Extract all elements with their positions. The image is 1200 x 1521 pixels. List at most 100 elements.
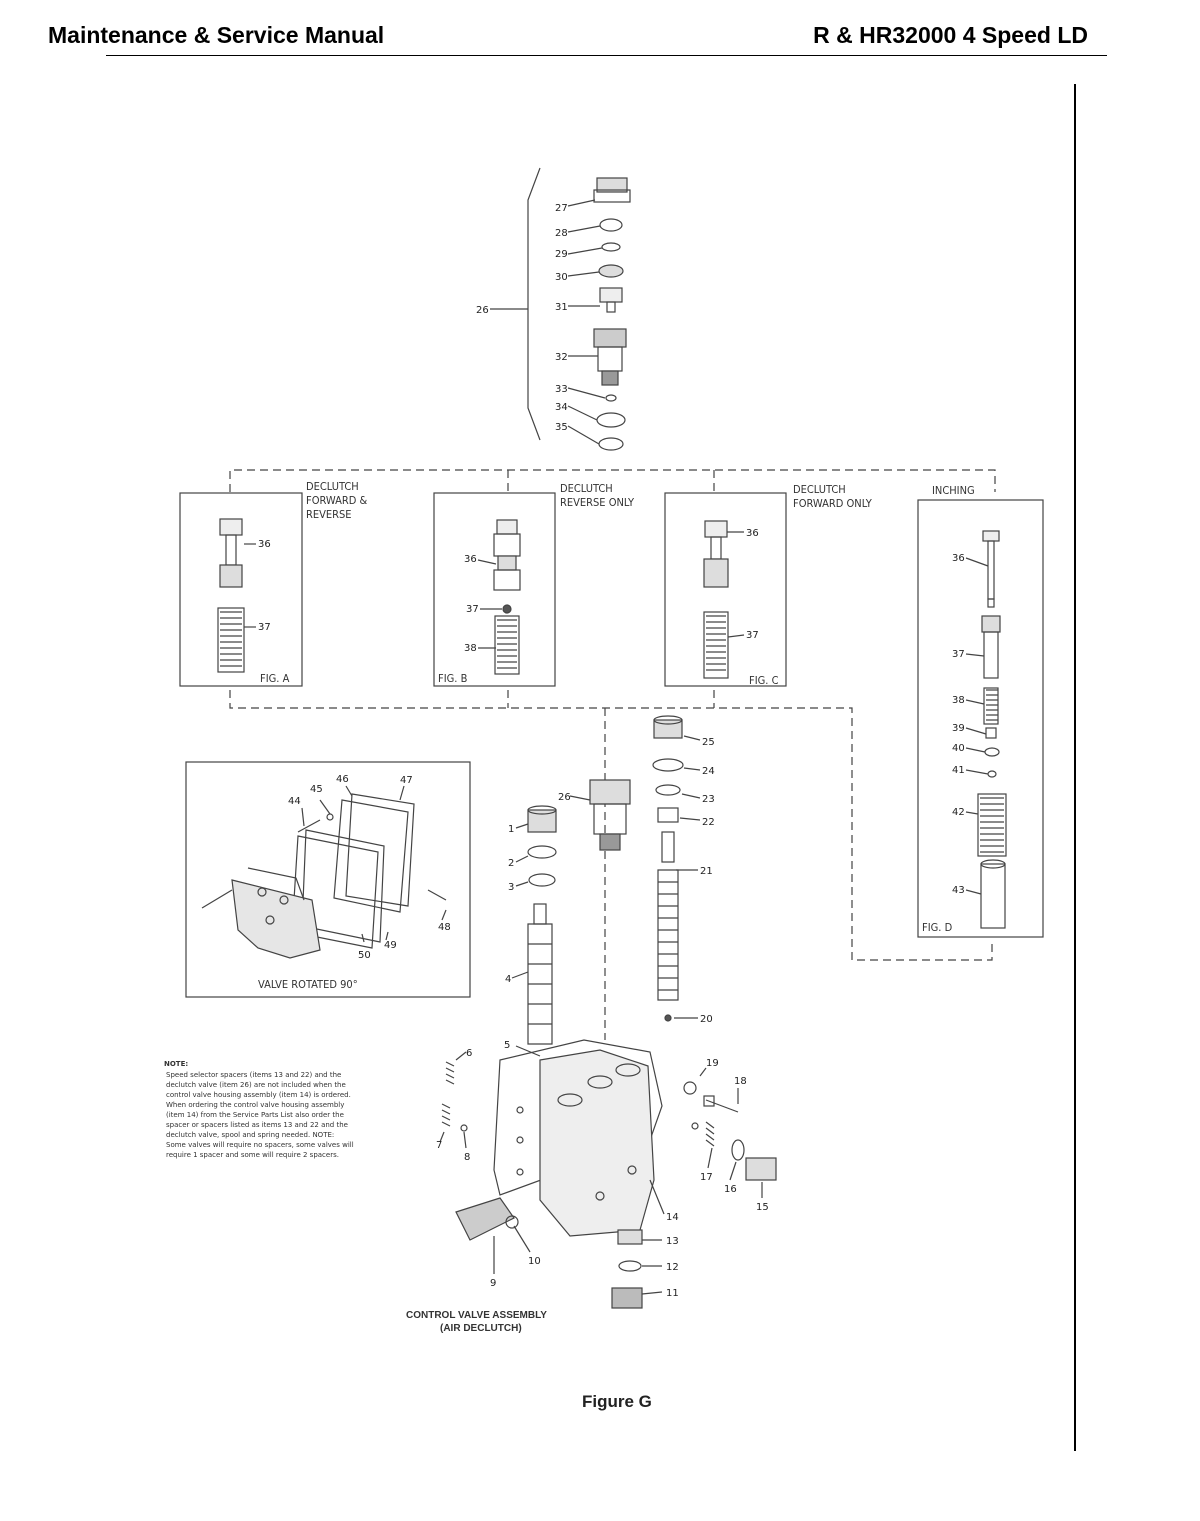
fig-c-label: FIG. C bbox=[749, 674, 779, 687]
callout-28: 28 bbox=[555, 228, 568, 239]
callout-26-top: 26 bbox=[476, 305, 489, 316]
fig-a-label: FIG. A bbox=[260, 672, 290, 685]
inset-rotated-valve bbox=[185, 761, 471, 998]
fig-d-callout-40: 40 bbox=[952, 743, 965, 754]
assembly-title-line1: CONTROL VALVE ASSEMBLY bbox=[406, 1310, 547, 1321]
callout-15: 15 bbox=[756, 1202, 769, 1213]
callout-25: 25 bbox=[702, 737, 715, 748]
fig-c-box bbox=[664, 492, 787, 687]
callout-31: 31 bbox=[555, 302, 568, 313]
top-declutch-valve-stack bbox=[490, 167, 631, 451]
callout-7: 7 bbox=[436, 1140, 442, 1151]
callout-45: 45 bbox=[310, 784, 323, 795]
side-rule bbox=[1074, 84, 1076, 1451]
callout-11: 11 bbox=[666, 1288, 679, 1299]
group-c-line2: FORWARD ONLY bbox=[793, 497, 873, 510]
callout-33: 33 bbox=[555, 384, 568, 395]
figure-caption: Figure G bbox=[582, 1392, 652, 1411]
fig-d-label: FIG. D bbox=[922, 921, 953, 934]
callout-4: 4 bbox=[505, 974, 511, 985]
callout-5: 5 bbox=[504, 1040, 510, 1051]
group-a-line3: REVERSE bbox=[306, 508, 352, 521]
note-title: NOTE: bbox=[164, 1060, 188, 1068]
callout-1: 1 bbox=[508, 824, 514, 835]
inset-callouts: 44 45 46 47 48 49 50 VALVE ROTATED 90° bbox=[258, 774, 451, 991]
callout-50: 50 bbox=[358, 950, 371, 961]
fig-d-callout-41: 41 bbox=[952, 765, 965, 776]
fig-d-callout-36: 36 bbox=[952, 553, 965, 564]
callout-21: 21 bbox=[700, 866, 713, 877]
callout-19: 19 bbox=[706, 1058, 719, 1069]
group-a-line2: FORWARD & bbox=[306, 494, 368, 507]
callout-10: 10 bbox=[528, 1256, 541, 1267]
callout-46: 46 bbox=[336, 774, 349, 785]
callout-12: 12 bbox=[666, 1262, 679, 1273]
callout-32: 32 bbox=[555, 352, 568, 363]
fig-b-label: FIG. B bbox=[438, 672, 468, 685]
note-line: When ordering the control valve housing … bbox=[166, 1101, 344, 1109]
callout-16: 16 bbox=[724, 1184, 737, 1195]
callout-17: 17 bbox=[700, 1172, 713, 1183]
callout-24: 24 bbox=[702, 766, 715, 777]
group-a-line1: DECLUTCH bbox=[306, 480, 359, 493]
header-manual-title: Maintenance & Service Manual bbox=[48, 22, 385, 48]
fig-b-callout-37: 37 bbox=[466, 604, 479, 615]
fig-labels: FIG. A FIG. B FIG. C FIG. D bbox=[260, 672, 953, 934]
inset-label: VALVE ROTATED 90° bbox=[258, 978, 358, 991]
callout-14: 14 bbox=[666, 1212, 679, 1223]
main-control-valve-assembly bbox=[439, 715, 777, 1309]
fig-c-callout-37: 37 bbox=[746, 630, 759, 641]
note-line: declutch valve (item 26) are not include… bbox=[166, 1081, 346, 1089]
fig-d-callout-37: 37 bbox=[952, 649, 965, 660]
fig-a-callout-37: 37 bbox=[258, 622, 271, 633]
callout-9: 9 bbox=[490, 1278, 496, 1289]
group-headings: DECLUTCH FORWARD & REVERSE DECLUTCH REVE… bbox=[306, 480, 975, 521]
main-callouts: 25 24 23 22 21 20 26 1 2 3 4 5 6 7 8 9 1… bbox=[436, 737, 769, 1299]
fig-a-callout-36: 36 bbox=[258, 539, 271, 550]
fig-d-callout-38: 38 bbox=[952, 695, 965, 706]
fig-a-box bbox=[179, 492, 303, 687]
callout-44: 44 bbox=[288, 796, 301, 807]
fig-d-callout-39: 39 bbox=[952, 723, 965, 734]
note-line: Some valves will require no spacers, som… bbox=[166, 1141, 354, 1149]
fig-d-callout-43: 43 bbox=[952, 885, 965, 896]
callout-3: 3 bbox=[508, 882, 514, 893]
callout-22: 22 bbox=[702, 817, 715, 828]
callout-49: 49 bbox=[384, 940, 397, 951]
fig-c-callout-36: 36 bbox=[746, 528, 759, 539]
note-line: (item 14) from the Service Parts List al… bbox=[166, 1111, 344, 1119]
fig-d-box bbox=[917, 499, 1044, 938]
assembly-title-line2: (AIR DECLUTCH) bbox=[440, 1323, 522, 1334]
callout-30: 30 bbox=[555, 272, 568, 283]
callout-6: 6 bbox=[466, 1048, 472, 1059]
header-model-title: R & HR32000 4 Speed LD bbox=[813, 22, 1088, 48]
callout-18: 18 bbox=[734, 1076, 747, 1087]
callout-35: 35 bbox=[555, 422, 568, 433]
group-d-line1: INCHING bbox=[932, 484, 975, 497]
fig-callouts: 36 37 36 37 38 36 37 36 37 38 39 40 41 4… bbox=[258, 528, 965, 896]
callout-29: 29 bbox=[555, 249, 568, 260]
note-line: spacer or spacers listed as items 13 and… bbox=[166, 1121, 348, 1129]
top-stack-callouts: 27 28 29 30 26 31 32 33 34 35 bbox=[476, 203, 568, 433]
callout-47: 47 bbox=[400, 775, 413, 786]
group-b-line2: REVERSE ONLY bbox=[560, 496, 635, 509]
callout-26-mid: 26 bbox=[558, 792, 571, 803]
fig-d-callout-42: 42 bbox=[952, 807, 965, 818]
callout-34: 34 bbox=[555, 402, 568, 413]
callout-13: 13 bbox=[666, 1236, 679, 1247]
callout-20: 20 bbox=[700, 1014, 713, 1025]
fig-b-callout-38: 38 bbox=[464, 643, 477, 654]
group-c-line1: DECLUTCH bbox=[793, 483, 846, 496]
note-line: Speed selector spacers (items 13 and 22)… bbox=[166, 1071, 341, 1079]
group-b-line1: DECLUTCH bbox=[560, 482, 613, 495]
fig-b-box bbox=[433, 492, 556, 687]
note-line: declutch valve, spool and spring needed.… bbox=[166, 1131, 334, 1139]
callout-23: 23 bbox=[702, 794, 715, 805]
assembly-title: CONTROL VALVE ASSEMBLY (AIR DECLUTCH) bbox=[406, 1310, 547, 1334]
callout-48: 48 bbox=[438, 922, 451, 933]
note-line: control valve housing assembly (item 14)… bbox=[166, 1091, 351, 1099]
note-line: require 1 spacer and some will require 2… bbox=[166, 1151, 339, 1159]
header-rule bbox=[106, 55, 1107, 56]
fig-b-callout-36: 36 bbox=[464, 554, 477, 565]
callout-8: 8 bbox=[464, 1152, 470, 1163]
